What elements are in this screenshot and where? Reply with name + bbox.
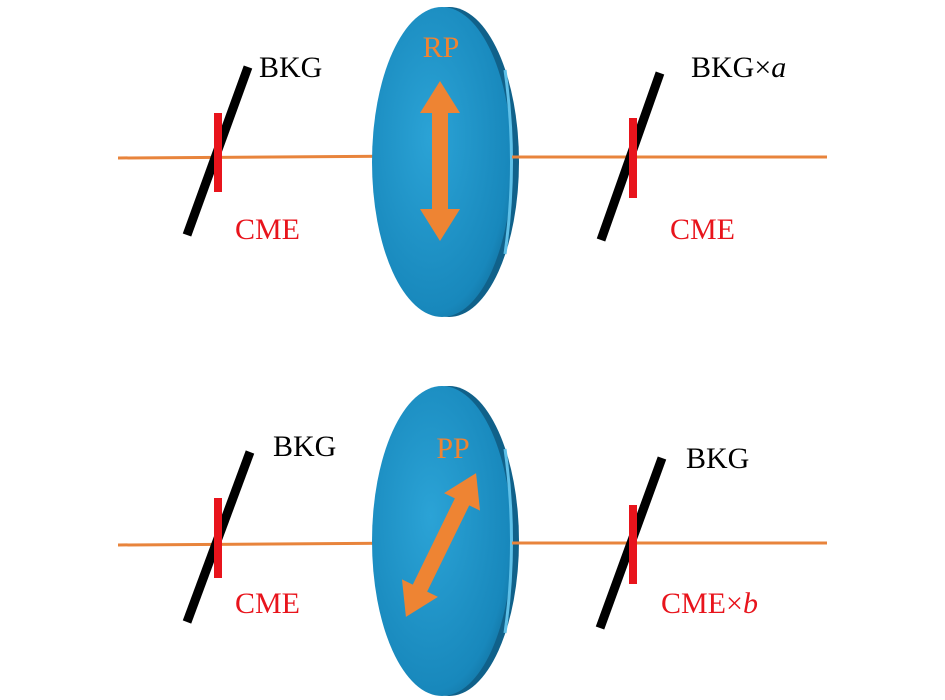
background-label-left: BKG [273, 430, 336, 463]
polarizer-label-rp: RP [423, 31, 460, 64]
bottom-panel: PP BKG CME BKG CME×b [117, 386, 827, 696]
polarization-arrow-tilted [401, 473, 481, 617]
cme-label-right: CME×b [661, 587, 758, 620]
polarizer-lens-top [372, 7, 519, 317]
cme-label-left: CME [235, 213, 300, 246]
background-label-right: BKG [686, 442, 749, 475]
cme-label-left: CME [235, 587, 300, 620]
top-panel: RP BKG CME BKG×a CME [117, 7, 827, 317]
polarization-arrow-vertical [420, 81, 460, 241]
background-label-right: BKG×a [691, 51, 786, 84]
background-label-left: BKG [259, 51, 322, 84]
cme-label-right: CME [670, 213, 735, 246]
polarizer-label-pp: PP [436, 432, 469, 465]
